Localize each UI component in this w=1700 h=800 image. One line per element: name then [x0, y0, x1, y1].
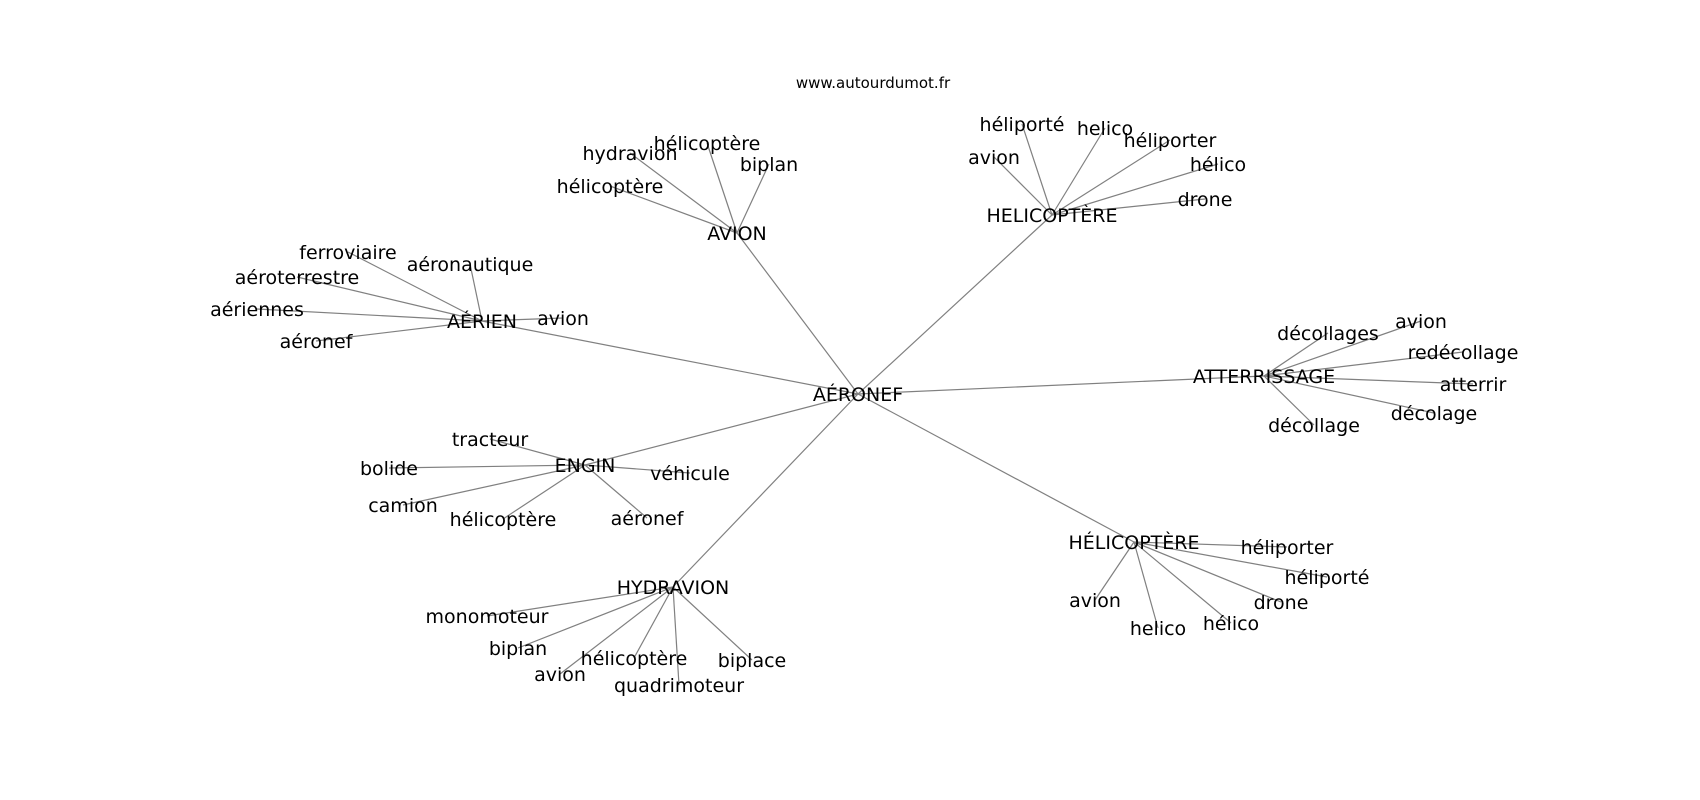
edge-center-helicoptere-accent	[857, 393, 1135, 543]
edge-center-engin	[584, 393, 859, 466]
edge-atterrissage-1	[1263, 320, 1422, 377]
edge-engin-4	[502, 464, 586, 520]
word-node[interactable]: ferroviaire	[299, 242, 396, 264]
word-node[interactable]: quadrimoteur	[614, 675, 744, 697]
edge-hydravion-3	[672, 586, 753, 661]
word-node[interactable]: helico	[1130, 618, 1186, 640]
word-node[interactable]: hélico	[1190, 154, 1246, 176]
word-node[interactable]: tracteur	[452, 429, 529, 451]
hub-node-helicoptere-accent[interactable]: HÉLICOPTÈRE	[1069, 531, 1200, 554]
edge-helicoptere-accent-3	[1133, 541, 1282, 603]
word-node[interactable]: aéroterrestre	[235, 267, 359, 289]
site-url: www.autourdumot.fr	[796, 74, 951, 92]
word-node[interactable]: atterrir	[1440, 374, 1507, 396]
edge-helicoptere-plain-1	[1051, 127, 1106, 216]
edge-engin-3	[402, 464, 586, 506]
word-node[interactable]: aéronef	[280, 331, 354, 353]
edge-center-atterrissage	[857, 375, 1265, 395]
word-node[interactable]: camion	[368, 495, 438, 517]
edge-center-aerien	[481, 320, 859, 395]
word-node[interactable]: hydravion	[583, 143, 678, 165]
word-node[interactable]: avion	[1395, 311, 1447, 333]
edge-helicoptere-plain-3	[993, 156, 1053, 216]
edge-center-helicoptere-plain	[857, 214, 1053, 395]
word-node[interactable]: hélicoptère	[654, 133, 761, 155]
edge-aerien-4	[481, 317, 564, 322]
edges	[256, 123, 1474, 686]
edge-helicoptere-accent-0	[1133, 541, 1288, 548]
word-node[interactable]: hélico	[1203, 613, 1259, 635]
word-node[interactable]: avion	[968, 147, 1020, 169]
edge-hydravion-4	[559, 586, 674, 675]
edge-avion-2	[736, 163, 770, 234]
edge-helicoptere-accent-1	[1133, 541, 1328, 578]
hub-node-aerien[interactable]: AÉRIEN	[447, 310, 517, 333]
word-node[interactable]: bolide	[360, 458, 418, 480]
edge-avion-0	[629, 152, 738, 234]
word-node[interactable]: redécollage	[1408, 342, 1519, 364]
edge-hydravion-1	[517, 586, 674, 649]
word-node[interactable]: drone	[1254, 592, 1309, 614]
edge-atterrissage-5	[1263, 375, 1315, 426]
edge-engin-2	[584, 464, 691, 474]
edge-helicoptere-plain-2	[1051, 139, 1171, 216]
edge-engin-5	[584, 464, 648, 519]
word-node[interactable]: héliporter	[1241, 537, 1334, 559]
edge-engin-1	[388, 464, 586, 469]
edge-aerien-0	[347, 251, 483, 322]
word-node[interactable]: décollage	[1268, 415, 1360, 437]
word-node[interactable]: helico	[1077, 118, 1133, 140]
edge-aerien-3	[256, 308, 483, 322]
word-node[interactable]: biplan	[489, 638, 547, 660]
word-node[interactable]: avion	[537, 308, 589, 330]
edge-atterrissage-3	[1263, 375, 1474, 385]
edge-atterrissage-0	[1263, 332, 1329, 377]
word-node[interactable]: avion	[1069, 590, 1121, 612]
word-node[interactable]: hélicoptère	[581, 648, 688, 670]
edge-center-avion	[736, 232, 859, 395]
edge-hydravion-0	[486, 586, 674, 617]
hub-node-helicoptere-plain[interactable]: HELICOPTÈRE	[987, 204, 1118, 227]
word-node[interactable]: hélicoptère	[557, 176, 664, 198]
edge-helicoptere-accent-2	[1094, 541, 1135, 601]
word-node[interactable]: aéronef	[611, 508, 685, 530]
edge-avion-3	[706, 142, 738, 234]
edge-hydravion-2	[633, 586, 674, 659]
edge-center-hydravion	[672, 393, 859, 588]
edge-atterrissage-2	[1263, 351, 1464, 377]
word-node[interactable]: aériennes	[210, 299, 304, 321]
word-node[interactable]: biplan	[740, 154, 798, 176]
edge-avion-1	[609, 185, 738, 234]
labels: AÉRONEFAVIONhydravionhélicoptèrebiplanhé…	[210, 114, 1518, 697]
edge-helicoptere-plain-4	[1051, 163, 1219, 216]
word-node[interactable]: décollages	[1277, 323, 1379, 345]
hub-node-avion[interactable]: AVION	[707, 223, 767, 245]
edge-helicoptere-plain-5	[1051, 198, 1206, 216]
word-node[interactable]: décolage	[1391, 403, 1478, 425]
word-node[interactable]: aéronautique	[407, 254, 534, 276]
edge-aerien-1	[469, 263, 483, 322]
center-node[interactable]: AÉRONEF	[813, 383, 903, 406]
edge-helicoptere-accent-4	[1133, 541, 1159, 629]
word-node[interactable]: véhicule	[650, 463, 730, 485]
edge-helicoptere-accent-5	[1133, 541, 1232, 624]
word-node[interactable]: hélicoptère	[450, 509, 557, 531]
edge-hydravion-5	[672, 586, 680, 686]
word-node[interactable]: drone	[1178, 189, 1233, 211]
edge-engin-0	[489, 438, 586, 466]
edge-atterrissage-4	[1263, 375, 1435, 414]
hub-node-atterrissage[interactable]: ATTERRISSAGE	[1193, 366, 1335, 388]
word-node[interactable]: monomoteur	[426, 606, 549, 628]
word-node[interactable]: avion	[534, 664, 586, 686]
word-node[interactable]: héliporter	[1124, 130, 1217, 152]
edge-aerien-5	[315, 320, 483, 342]
word-node[interactable]: biplace	[718, 650, 786, 672]
edge-aerien-2	[296, 276, 483, 322]
edge-helicoptere-plain-0	[1021, 123, 1053, 216]
word-node[interactable]: héliporté	[980, 114, 1065, 136]
hub-node-hydravion[interactable]: HYDRAVION	[617, 577, 730, 599]
word-node[interactable]: héliporté	[1285, 567, 1370, 589]
hub-node-engin[interactable]: ENGIN	[555, 455, 616, 477]
